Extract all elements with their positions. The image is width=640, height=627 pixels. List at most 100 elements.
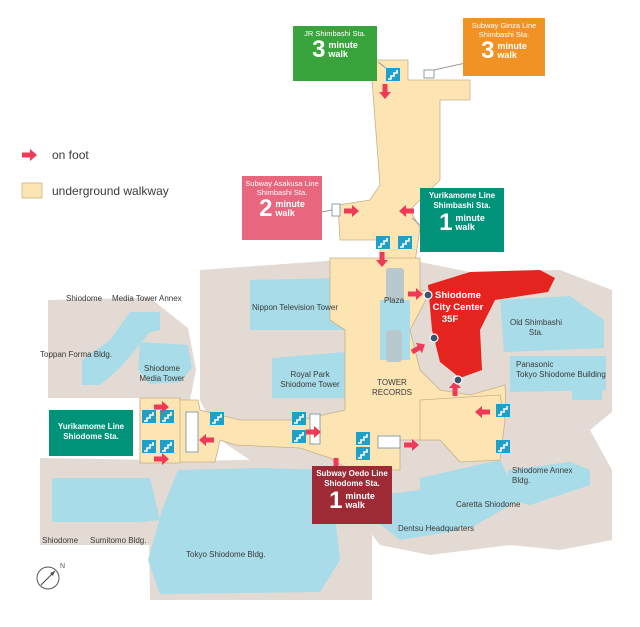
grey-structures (380, 268, 410, 362)
old-shimbashi-label-line2: Sta. (528, 328, 544, 337)
old-shimbashi-shape (500, 296, 604, 352)
entrance-dot-icon (423, 290, 433, 300)
buildings (52, 278, 606, 594)
walk-unit-line1: minute (328, 40, 358, 50)
media-tower-label-line2: Media Tower (139, 374, 185, 383)
ntv-tower-label: Nippon Television Tower (252, 303, 338, 312)
station-name-line1: Yurikamome Line (428, 191, 496, 200)
legend-on-foot-label: on foot (52, 148, 89, 162)
toppan-forma-label: Toppan Forma Bldg. (40, 350, 113, 359)
walk-minutes: 1 (329, 487, 343, 514)
station-name-line1: Subway Asakusa Line (245, 179, 319, 188)
station-name-line2: Shimbashi Sta. (478, 30, 530, 39)
stairs-icon (141, 439, 157, 454)
walk-minutes: 3 (481, 37, 495, 64)
stairs-icon (375, 235, 391, 250)
annex-shape (508, 462, 590, 505)
entrance-dots (423, 290, 463, 385)
media-tower-shape (138, 342, 192, 384)
annex-label-line1: Shiodome Annex (512, 466, 573, 475)
walk-unit-line2: walk (345, 500, 365, 510)
tower-records-label-line2: RECORDS (371, 388, 413, 397)
stairs-icon (141, 409, 157, 424)
svg-text:N: N (60, 563, 65, 570)
media-tower-annex-label-a: Shiodome (66, 294, 103, 303)
stairs-icon (209, 411, 225, 426)
old-shimbashi-label-line1: Old Shimbashi (509, 318, 563, 327)
walk-minutes: 3 (312, 36, 326, 63)
sumitomo-shape (52, 478, 160, 522)
stairs-icon (385, 67, 401, 82)
walk-unit-line1: minute (497, 41, 527, 51)
station-name-line2: Shimbashi Sta. (256, 188, 308, 197)
station-name: JR Shimbashi Sta. (304, 29, 366, 38)
stairs-icon (495, 439, 511, 454)
stairs-icon (159, 439, 175, 454)
caretta-label: Caretta Shiodome (456, 500, 521, 509)
city-center-label-line2: City Center (432, 302, 484, 313)
stairs-icon (397, 235, 413, 250)
legend-arrow-icon (22, 149, 37, 161)
stairs-icon (495, 403, 511, 418)
royal-park-shape (272, 352, 345, 398)
walk-unit-line2: walk (328, 49, 348, 59)
tokyo-shiodome-label: Tokyo Shiodome Bldg. (186, 550, 266, 559)
stairs-icon (355, 431, 371, 446)
caretta-shape (420, 460, 520, 528)
station-name-line1: Subway Ginza Line (471, 21, 537, 30)
walk-unit-line1: minute (455, 213, 485, 223)
city-center-label-line3: 35F (441, 314, 459, 325)
media-tower-annex-shape (82, 312, 160, 385)
stairs-icon (291, 411, 307, 426)
panasonic-label-line1: Panasonic (516, 360, 554, 369)
dentsu-label: Dentsu Headquarters (398, 524, 475, 533)
dentsu-shape (375, 490, 460, 540)
walk-minutes: 1 (439, 209, 453, 236)
legend-walkway-label: underground walkway (52, 184, 169, 198)
annex-label-line2: Bldg. (512, 476, 531, 485)
station-name-line2: Shimbashi Sta. (433, 201, 491, 210)
station-name-line1: Subway Oedo Line (316, 469, 388, 478)
panasonic-label-line2: Tokyo Shiodome Building (516, 370, 606, 379)
entrance-dot-icon (429, 333, 439, 343)
walk-unit-line2: walk (275, 208, 295, 218)
walk-unit-line1: minute (345, 491, 375, 501)
plaza-label: Plaza (384, 296, 405, 305)
royal-park-label-line2: Shiodome Tower (280, 380, 340, 389)
stairs-icon (355, 446, 371, 461)
walk-unit-line2: walk (455, 222, 475, 232)
station-name-line1: Yurikamome Line (57, 422, 125, 431)
tokyo-shiodome-shape (148, 468, 340, 594)
compass-icon: N (36, 563, 65, 590)
panasonic-annex-shape (572, 360, 602, 400)
yurikamome-shiodome-station-box: Yurikamome Line Shiodome Sta. (49, 410, 133, 456)
ntv-tower-shape (250, 278, 345, 330)
sumitomo-label-b: Sumitomo Bldg. (90, 536, 147, 545)
walk-unit-line1: minute (275, 199, 305, 209)
shiodome-city-center-shape (428, 270, 555, 378)
city-center-label-line1: Shiodome (435, 290, 481, 301)
stairs-icon (291, 429, 307, 444)
walk-minutes: 2 (259, 195, 273, 222)
sumitomo-label-a: Shiodome (42, 536, 79, 545)
media-tower-annex-label-b: Media Tower Annex (112, 294, 182, 303)
media-tower-label-line1: Shiodome (143, 364, 181, 373)
walk-unit-line2: walk (497, 50, 517, 60)
tower-records-label-line1: TOWER (377, 378, 407, 387)
station-name-line2: Shiodome Sta. (324, 479, 380, 488)
